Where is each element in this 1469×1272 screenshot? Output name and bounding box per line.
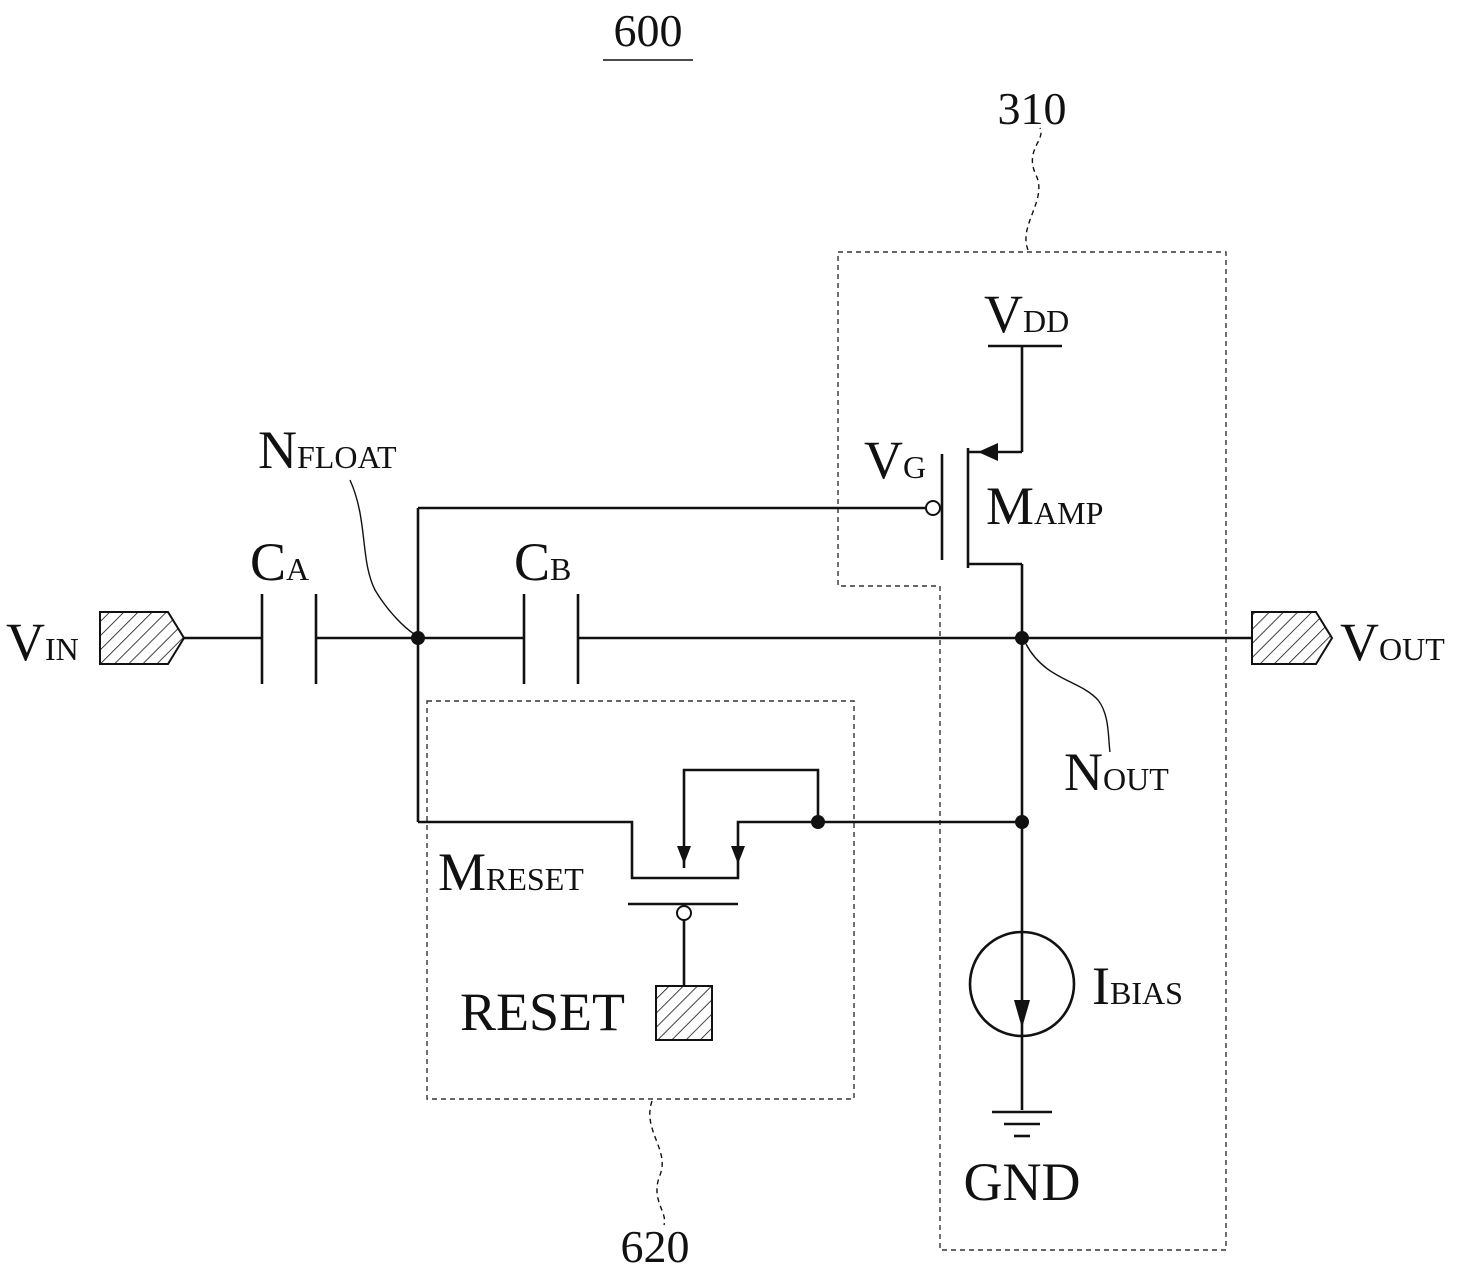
vin-label: VIN: [6, 612, 79, 672]
amp-block-label: 310: [998, 83, 1067, 134]
reset-label: RESET: [460, 982, 625, 1042]
reset-drain-junction: [811, 815, 825, 829]
amp-block-leader: [1026, 128, 1041, 250]
vin-port: [100, 612, 184, 664]
reset-port: [656, 986, 712, 1040]
vout-label: VOUT: [1340, 612, 1445, 672]
capacitor-ca: [262, 594, 316, 684]
ca-label: CA: [250, 532, 309, 592]
cb-label: CB: [514, 532, 571, 592]
mamp-label: MAMP: [986, 476, 1103, 536]
vg-label: VG: [864, 430, 926, 490]
amp-block-outline: [838, 252, 1226, 1250]
nout-label: NOUT: [1064, 742, 1169, 802]
nout-reset-junction: [1015, 815, 1029, 829]
ibias-label: IBIAS: [1092, 956, 1183, 1016]
nfloat-label: NFLOAT: [258, 420, 397, 480]
reset-block-label: 620: [621, 1221, 690, 1272]
gnd-label: GND: [964, 1152, 1081, 1212]
nfloat-leader: [350, 480, 414, 634]
vdd-label: VDD: [984, 284, 1069, 344]
ground-symbol: [992, 1112, 1052, 1136]
nout-leader: [1026, 644, 1110, 752]
nout-junction: [1015, 631, 1029, 645]
reset-block-leader: [650, 1101, 665, 1225]
figure-label: 600: [614, 5, 683, 56]
mreset-label: MRESET: [438, 842, 584, 902]
vout-port: [1252, 612, 1332, 664]
capacitor-cb: [524, 594, 578, 684]
